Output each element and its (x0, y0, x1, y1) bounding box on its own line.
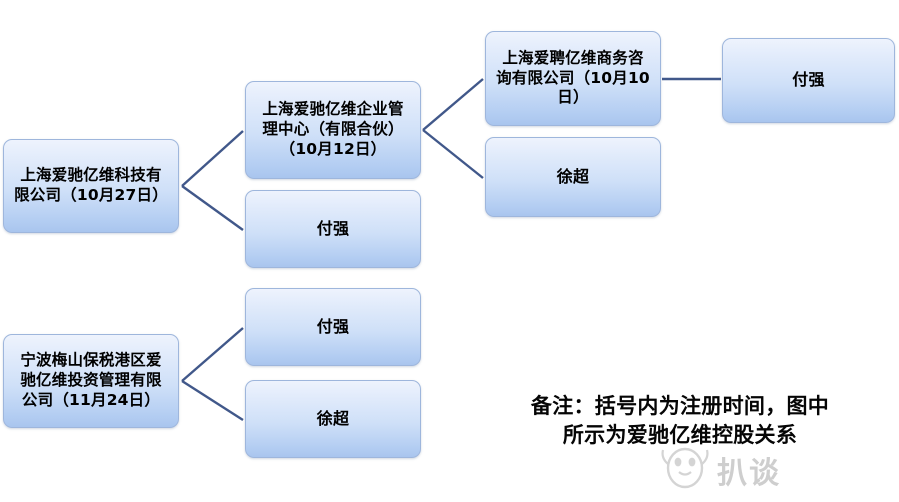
node-fuqiang-far-right[interactable]: 付强 (722, 38, 895, 123)
node-aipin-consult[interactable]: 上海爱聘亿维商务咨 询有限公司（10月10 日） (485, 31, 661, 126)
node-label-fuqiang-far-right: 付强 (792, 70, 825, 90)
node-ningbo-invest[interactable]: 宁波梅山保税港区爱 驰亿维投资管理有限 公司（11月24日） (3, 334, 179, 428)
connector-aichi-mgmt-center-to-xuchao-right (422, 129, 484, 179)
diagram-note: 备注：括号内为注册时间，图中 所示为爱驰亿维控股关系 (530, 394, 830, 447)
node-label-fuqiang-mid-1: 付强 (316, 218, 350, 238)
watermark-text: 扒谈 (717, 456, 781, 491)
node-label-ningbo-invest: 宁波梅山保税港区爱 驰亿维投资管理有限 公司（11月24日） (20, 351, 162, 409)
node-label-xuchao-right: 徐超 (556, 166, 590, 186)
connector-aichi-tech-to-aichi-mgmt-center (181, 130, 244, 187)
node-xuchao-bottom[interactable]: 徐超 (245, 380, 421, 458)
connector-aichi-tech-to-fuqiang-mid-1 (181, 185, 244, 231)
connector-aichi-mgmt-center-to-aipin-consult (422, 78, 484, 131)
node-xuchao-right[interactable]: 徐超 (485, 137, 661, 217)
node-label-fuqiang-bottom: 付强 (316, 316, 350, 336)
node-fuqiang-mid-1[interactable]: 付强 (245, 190, 421, 268)
connector-ningbo-invest-to-fuqiang-bottom (181, 327, 244, 382)
node-label-xuchao-bottom: 徐超 (316, 408, 350, 428)
node-label-aichi-tech: 上海爱驰亿维科技有 限公司（10月27日） (14, 166, 168, 204)
connector-ningbo-invest-to-xuchao-bottom (181, 379, 244, 422)
node-fuqiang-bottom[interactable]: 付强 (245, 288, 421, 366)
node-label-aipin-consult: 上海爱聘亿维商务咨 询有限公司（10月10 日） (496, 48, 650, 107)
node-aichi-tech[interactable]: 上海爱驰亿维科技有 限公司（10月27日） (3, 139, 179, 233)
node-label-aichi-mgmt-center: 上海爱驰亿维企业管 理中心（有限合伙） （10月12日） (262, 100, 404, 158)
node-aichi-mgmt-center[interactable]: 上海爱驰亿维企业管 理中心（有限合伙） （10月12日） (245, 81, 421, 179)
